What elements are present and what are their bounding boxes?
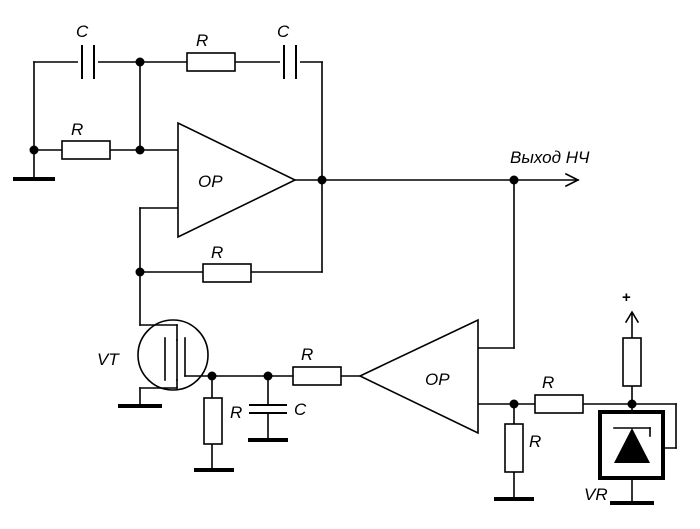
capacitor-top-right-label: C [277, 22, 290, 41]
resistor-gate-label: R [230, 403, 242, 422]
opamp-upper [177, 121, 297, 239]
opamp-upper-label: OP [198, 172, 223, 191]
supply-plus-label: + [622, 289, 631, 306]
capacitor-gate [249, 404, 287, 414]
regulator-vr [598, 410, 665, 480]
output-arrow [564, 172, 580, 188]
resistor-left [61, 140, 111, 160]
resistor-series [292, 366, 342, 386]
resistor-divider-label: R [542, 373, 554, 392]
resistor-bottom-label: R [529, 432, 541, 451]
resistor-supply [622, 337, 642, 387]
capacitor-top-left [78, 44, 98, 80]
opamp-lower-label: OP [425, 370, 450, 389]
resistor-feedback [202, 263, 252, 283]
transistor-label: VT [97, 350, 120, 369]
wiring-upper [33, 61, 579, 326]
capacitor-top-right [280, 44, 300, 80]
resistor-left-label: R [71, 120, 83, 139]
regulator-label: VR [584, 485, 608, 504]
wiring-lower [139, 179, 677, 503]
resistor-feedback-label: R [211, 243, 223, 262]
resistor-gate [203, 397, 223, 445]
resistor-bottom [504, 423, 524, 473]
capacitor-top-left-label: C [76, 22, 89, 41]
resistor-series-label: R [301, 345, 313, 364]
capacitor-gate-label: C [294, 400, 307, 419]
transistor-vt [137, 319, 209, 391]
opamp-lower [358, 318, 479, 435]
junction-dots [29, 57, 637, 409]
supply-arrow [624, 310, 640, 324]
output-label: Выход НЧ [510, 148, 590, 167]
resistor-top-label: R [196, 31, 208, 50]
resistor-top [186, 52, 236, 72]
resistor-divider [534, 394, 584, 414]
